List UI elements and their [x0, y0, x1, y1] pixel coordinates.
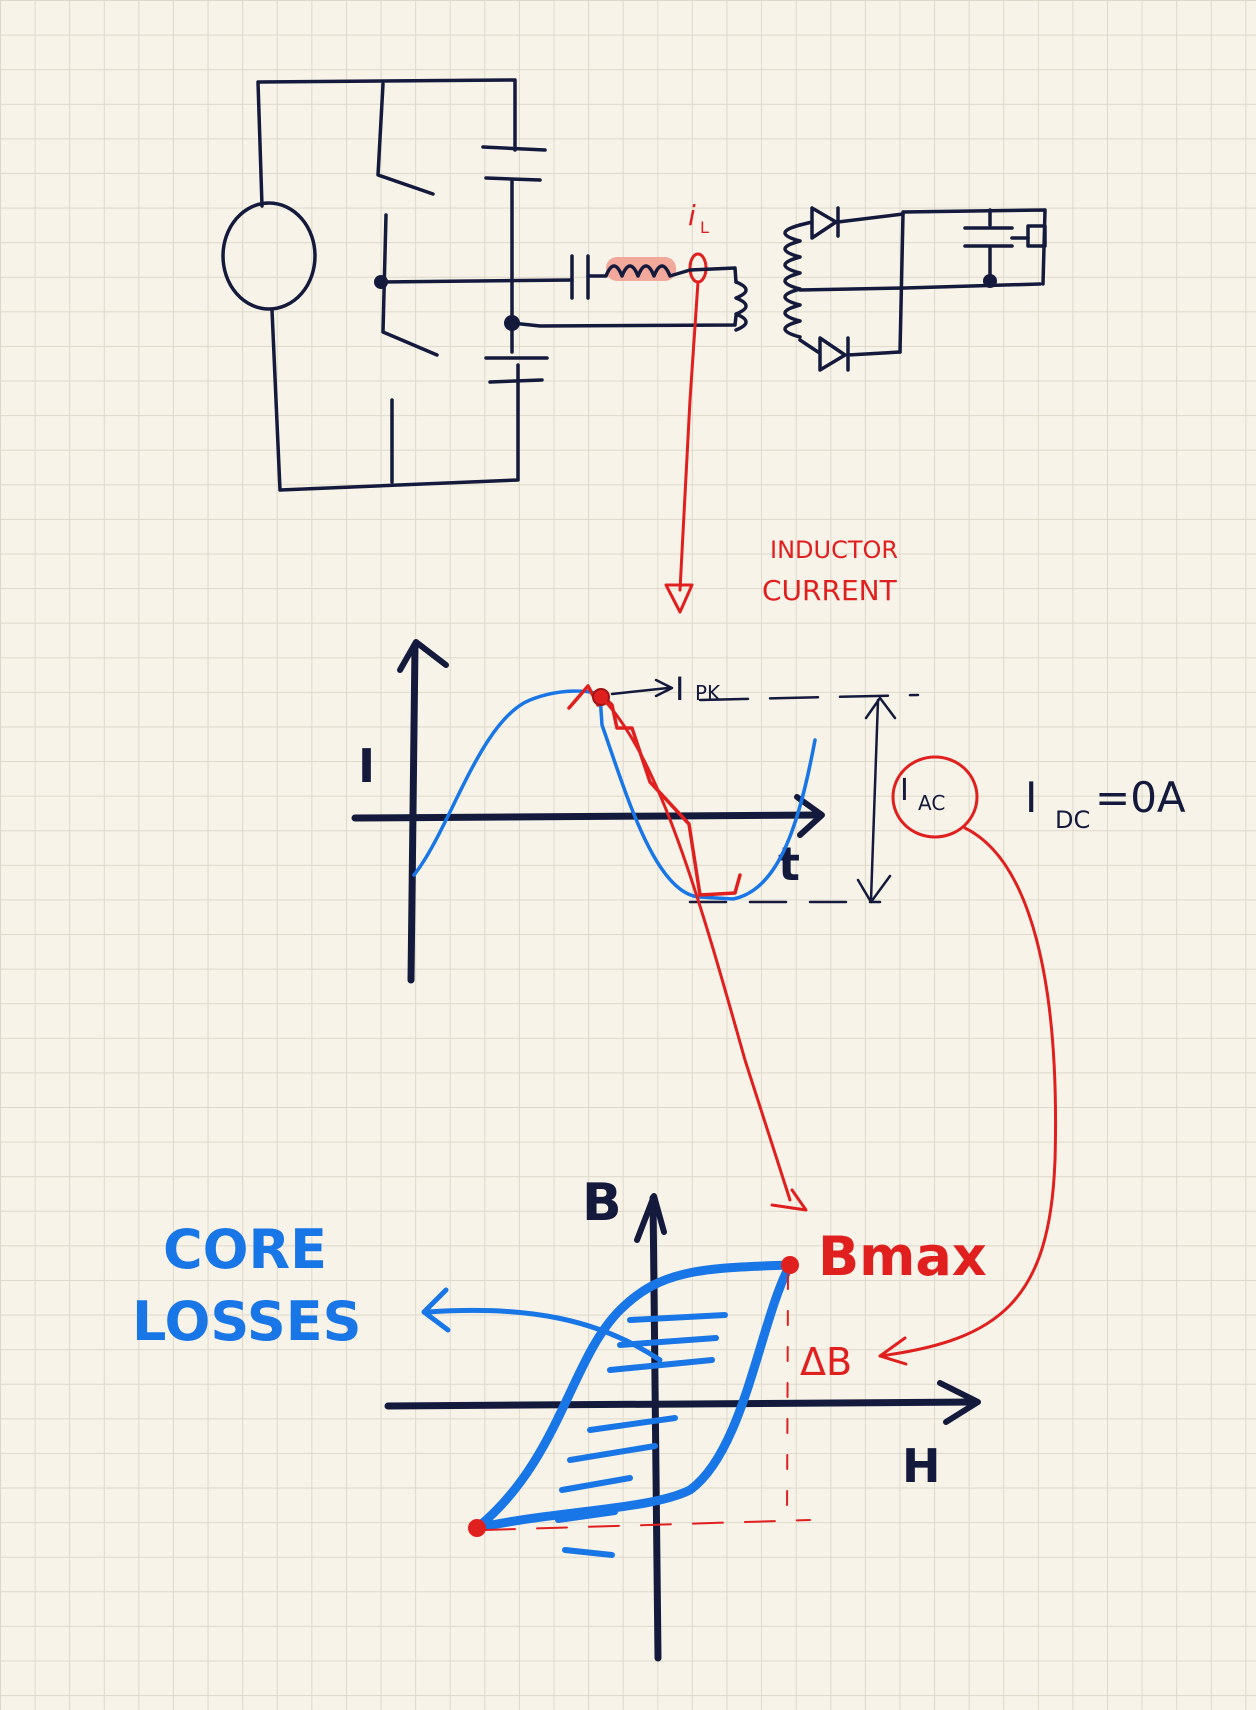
circuit-schematic [221, 78, 1047, 492]
b-axis-line [649, 1194, 662, 1662]
i-peak-dashed-line [698, 693, 920, 702]
i-ac-arrow-top [864, 696, 897, 720]
bmin-h-line [484, 1519, 811, 1531]
bottom-diode-icon [798, 336, 902, 372]
lower-switch [381, 213, 439, 357]
i-peak-label: I [675, 670, 684, 708]
peak-to-bmax-arrow [602, 698, 792, 1202]
inductor-current-line2: CURRENT [762, 574, 898, 607]
output-top-wire [901, 208, 1047, 286]
hysteresis-loop [472, 1260, 795, 1533]
il-label: i [688, 199, 696, 232]
voltage-source-icon [221, 201, 317, 311]
i-ac-label: I [900, 773, 909, 808]
i-dc-value: =0A [1095, 773, 1186, 822]
center-tap-wire [798, 282, 1042, 292]
inductor-current-annotation: i L INDUCTOR CURRENT [664, 199, 898, 614]
source-bottom-wire [270, 308, 520, 492]
switch-node-wire [379, 278, 574, 284]
h-axis-label: H [902, 1439, 941, 1493]
iac-to-delta-b-arrow [878, 826, 1057, 1358]
output-cap-icon [963, 208, 1014, 284]
resonant-inductor-icon [586, 264, 692, 278]
top-diode-icon [798, 206, 905, 240]
transformer-secondary-icon [783, 223, 802, 339]
iac-to-delta-b-head [878, 1336, 908, 1366]
i-dc-label: I [1025, 773, 1037, 822]
source-top-wire [256, 78, 517, 208]
i-axis-arrow [397, 639, 449, 673]
upper-switch [376, 82, 435, 196]
i-axis-label: I [358, 739, 375, 793]
t-axis-label: t [778, 837, 800, 891]
core-losses-line1: CORE [163, 1218, 327, 1281]
i-ac-arrow-line [869, 698, 880, 902]
i-peak-arrow [610, 678, 674, 698]
il-subscript: L [700, 218, 709, 237]
i-ac-arrow-bottom [856, 874, 892, 904]
bmax-drop-line [786, 1274, 789, 1521]
dc-bus-wire [898, 212, 905, 354]
t-axis-arrow [794, 794, 825, 838]
current-waveform-chart: I t I PK I AC I DC =0A [351, 639, 1186, 984]
bh-curve-chart: B H Bmax ΔB [384, 1173, 987, 1662]
il-arrow-line [678, 280, 700, 592]
core-losses-arrow [425, 1307, 663, 1363]
i-axis-line [407, 641, 419, 984]
t-axis-line [351, 811, 824, 822]
i-peak-subscript: PK [695, 681, 721, 705]
i-ac-subscript: AC [918, 791, 945, 815]
il-arrow-head [664, 583, 694, 614]
inductor-current-wave [412, 689, 817, 901]
peak-to-bmax-head [770, 1188, 808, 1212]
bmax-point [781, 1256, 799, 1274]
core-losses-arrow-head [421, 1287, 451, 1333]
inductor-current-line1: INDUCTOR [770, 536, 898, 564]
h-axis-arrow [937, 1380, 981, 1425]
b-axis-arrow [634, 1193, 667, 1243]
i-ac-circle [891, 755, 979, 839]
primary-wire-top [688, 266, 738, 284]
b-max-label: Bmax [818, 1225, 987, 1288]
bmin-point [468, 1519, 486, 1537]
b-axis-label: B [582, 1173, 622, 1233]
h-axis-line [384, 1398, 979, 1410]
cap-bottom-plate-2 [488, 378, 544, 384]
delta-b-label: ΔB [800, 1340, 852, 1384]
core-losses-line2: LOSSES [132, 1290, 362, 1353]
i-dc-subscript: DC [1055, 806, 1090, 834]
transformer-primary-icon [510, 280, 748, 332]
cap-top-plate-1 [481, 145, 547, 152]
output-node-dot [983, 274, 997, 288]
